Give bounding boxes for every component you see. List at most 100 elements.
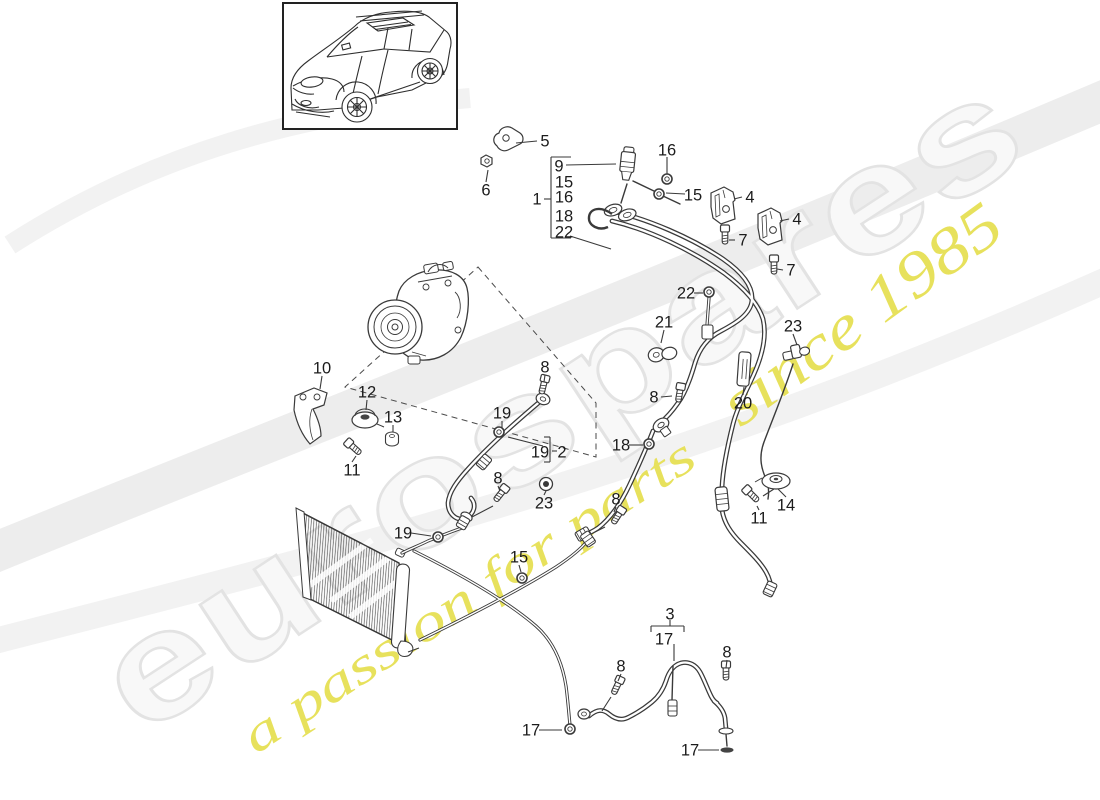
cayenne-line-art	[290, 10, 452, 123]
part-label: 8	[616, 658, 625, 676]
leader-line	[601, 696, 612, 712]
part-label: 19	[531, 444, 549, 462]
bracket-10	[293, 387, 328, 445]
leader-line	[565, 163, 617, 166]
liquid-end-fitting	[761, 579, 779, 599]
hose-path	[401, 527, 463, 554]
rubber-mount-12	[351, 408, 385, 429]
seal-ring-icon	[564, 723, 576, 735]
condenser	[295, 507, 420, 658]
part-label: 15	[555, 174, 573, 192]
mount-bracket-4b	[757, 207, 783, 246]
leader-line	[742, 386, 745, 396]
leader-line	[471, 505, 494, 518]
part-label: 6	[481, 182, 490, 200]
retainer-20	[736, 351, 752, 387]
part-label: 14	[777, 497, 795, 515]
part-label: 15	[510, 549, 528, 567]
dashed-mounting-plane	[343, 266, 597, 458]
hose-path	[725, 733, 728, 747]
leader-line	[485, 169, 489, 183]
nut-13	[384, 431, 400, 447]
bolt-icon	[719, 224, 731, 245]
seal-ring-icon	[661, 173, 673, 185]
hose-path	[620, 183, 628, 204]
part-label: 12	[358, 384, 376, 402]
hose-path	[706, 297, 710, 326]
part-label: 22	[555, 224, 573, 242]
leader-line	[779, 218, 790, 222]
leader-line	[613, 506, 617, 513]
hose-path	[586, 660, 720, 722]
part-label: 7	[786, 262, 795, 280]
leader-line	[762, 488, 775, 497]
rubber-mount-14	[754, 472, 791, 490]
small-parts	[293, 126, 811, 753]
leader-line	[733, 196, 743, 200]
mount-bracket-4a	[710, 186, 736, 225]
leader-line	[543, 490, 547, 496]
leader-line	[792, 333, 798, 346]
ac-compressor	[367, 261, 469, 365]
part-label: 21	[655, 314, 673, 332]
leader-line	[660, 329, 665, 344]
nut-6	[480, 154, 493, 168]
line1-fitting	[603, 203, 637, 222]
part-label: 23	[535, 495, 553, 513]
hose3-stub	[667, 699, 678, 717]
hose-path	[587, 661, 719, 721]
hose-path	[419, 540, 588, 641]
hose-path	[632, 180, 657, 193]
hose-path	[760, 363, 794, 500]
hose-path	[662, 195, 681, 205]
part-label: 1	[532, 191, 541, 209]
vehicle-thumbnail	[282, 2, 458, 130]
pressure-sensor-9	[619, 146, 637, 181]
sensor-23	[782, 343, 811, 361]
hose-path	[413, 550, 571, 726]
leader-line	[756, 505, 760, 511]
valve-fitting-22	[701, 324, 714, 340]
part-label: 5	[540, 133, 549, 151]
leader-line	[776, 268, 784, 271]
bolt-icon	[740, 483, 762, 505]
part-label: 4	[792, 211, 801, 229]
hose2-banjo	[535, 392, 551, 406]
seal-ring-icon	[432, 531, 444, 543]
hose-path	[712, 699, 728, 731]
part-label: 19	[394, 525, 412, 543]
part-label: 17	[522, 722, 540, 740]
part-label: 15	[684, 187, 702, 205]
leader-line	[660, 395, 673, 398]
part-label: 9	[554, 158, 563, 176]
part-label: 18	[555, 208, 573, 226]
part-label: 17	[655, 631, 673, 649]
part-label: 18	[612, 437, 630, 455]
hose-path	[610, 209, 754, 425]
part-label: 8	[722, 644, 731, 662]
seal-ring-icon	[703, 286, 715, 298]
leader-line	[594, 526, 606, 533]
washer-17	[720, 747, 734, 753]
part-label: 16	[555, 189, 573, 207]
leader-line	[665, 192, 686, 195]
leader-line	[617, 673, 622, 682]
hose3-union	[718, 727, 734, 735]
connector-21	[647, 346, 678, 363]
leader-line	[365, 399, 368, 411]
leader-line	[725, 659, 728, 669]
part-label: 8	[611, 491, 620, 509]
part-label: 13	[384, 409, 402, 427]
part-label: 11	[750, 510, 767, 528]
part-label: 8	[649, 389, 658, 407]
part-label: 11	[343, 462, 360, 480]
leader-line	[777, 488, 787, 498]
seal-ring-icon	[643, 438, 655, 450]
part-label: 2	[557, 444, 566, 462]
part-label: 8	[493, 470, 502, 488]
part-label: 4	[745, 189, 754, 207]
leader-line	[507, 436, 544, 447]
grommet-23	[538, 476, 554, 492]
part-label: 17	[681, 742, 699, 760]
